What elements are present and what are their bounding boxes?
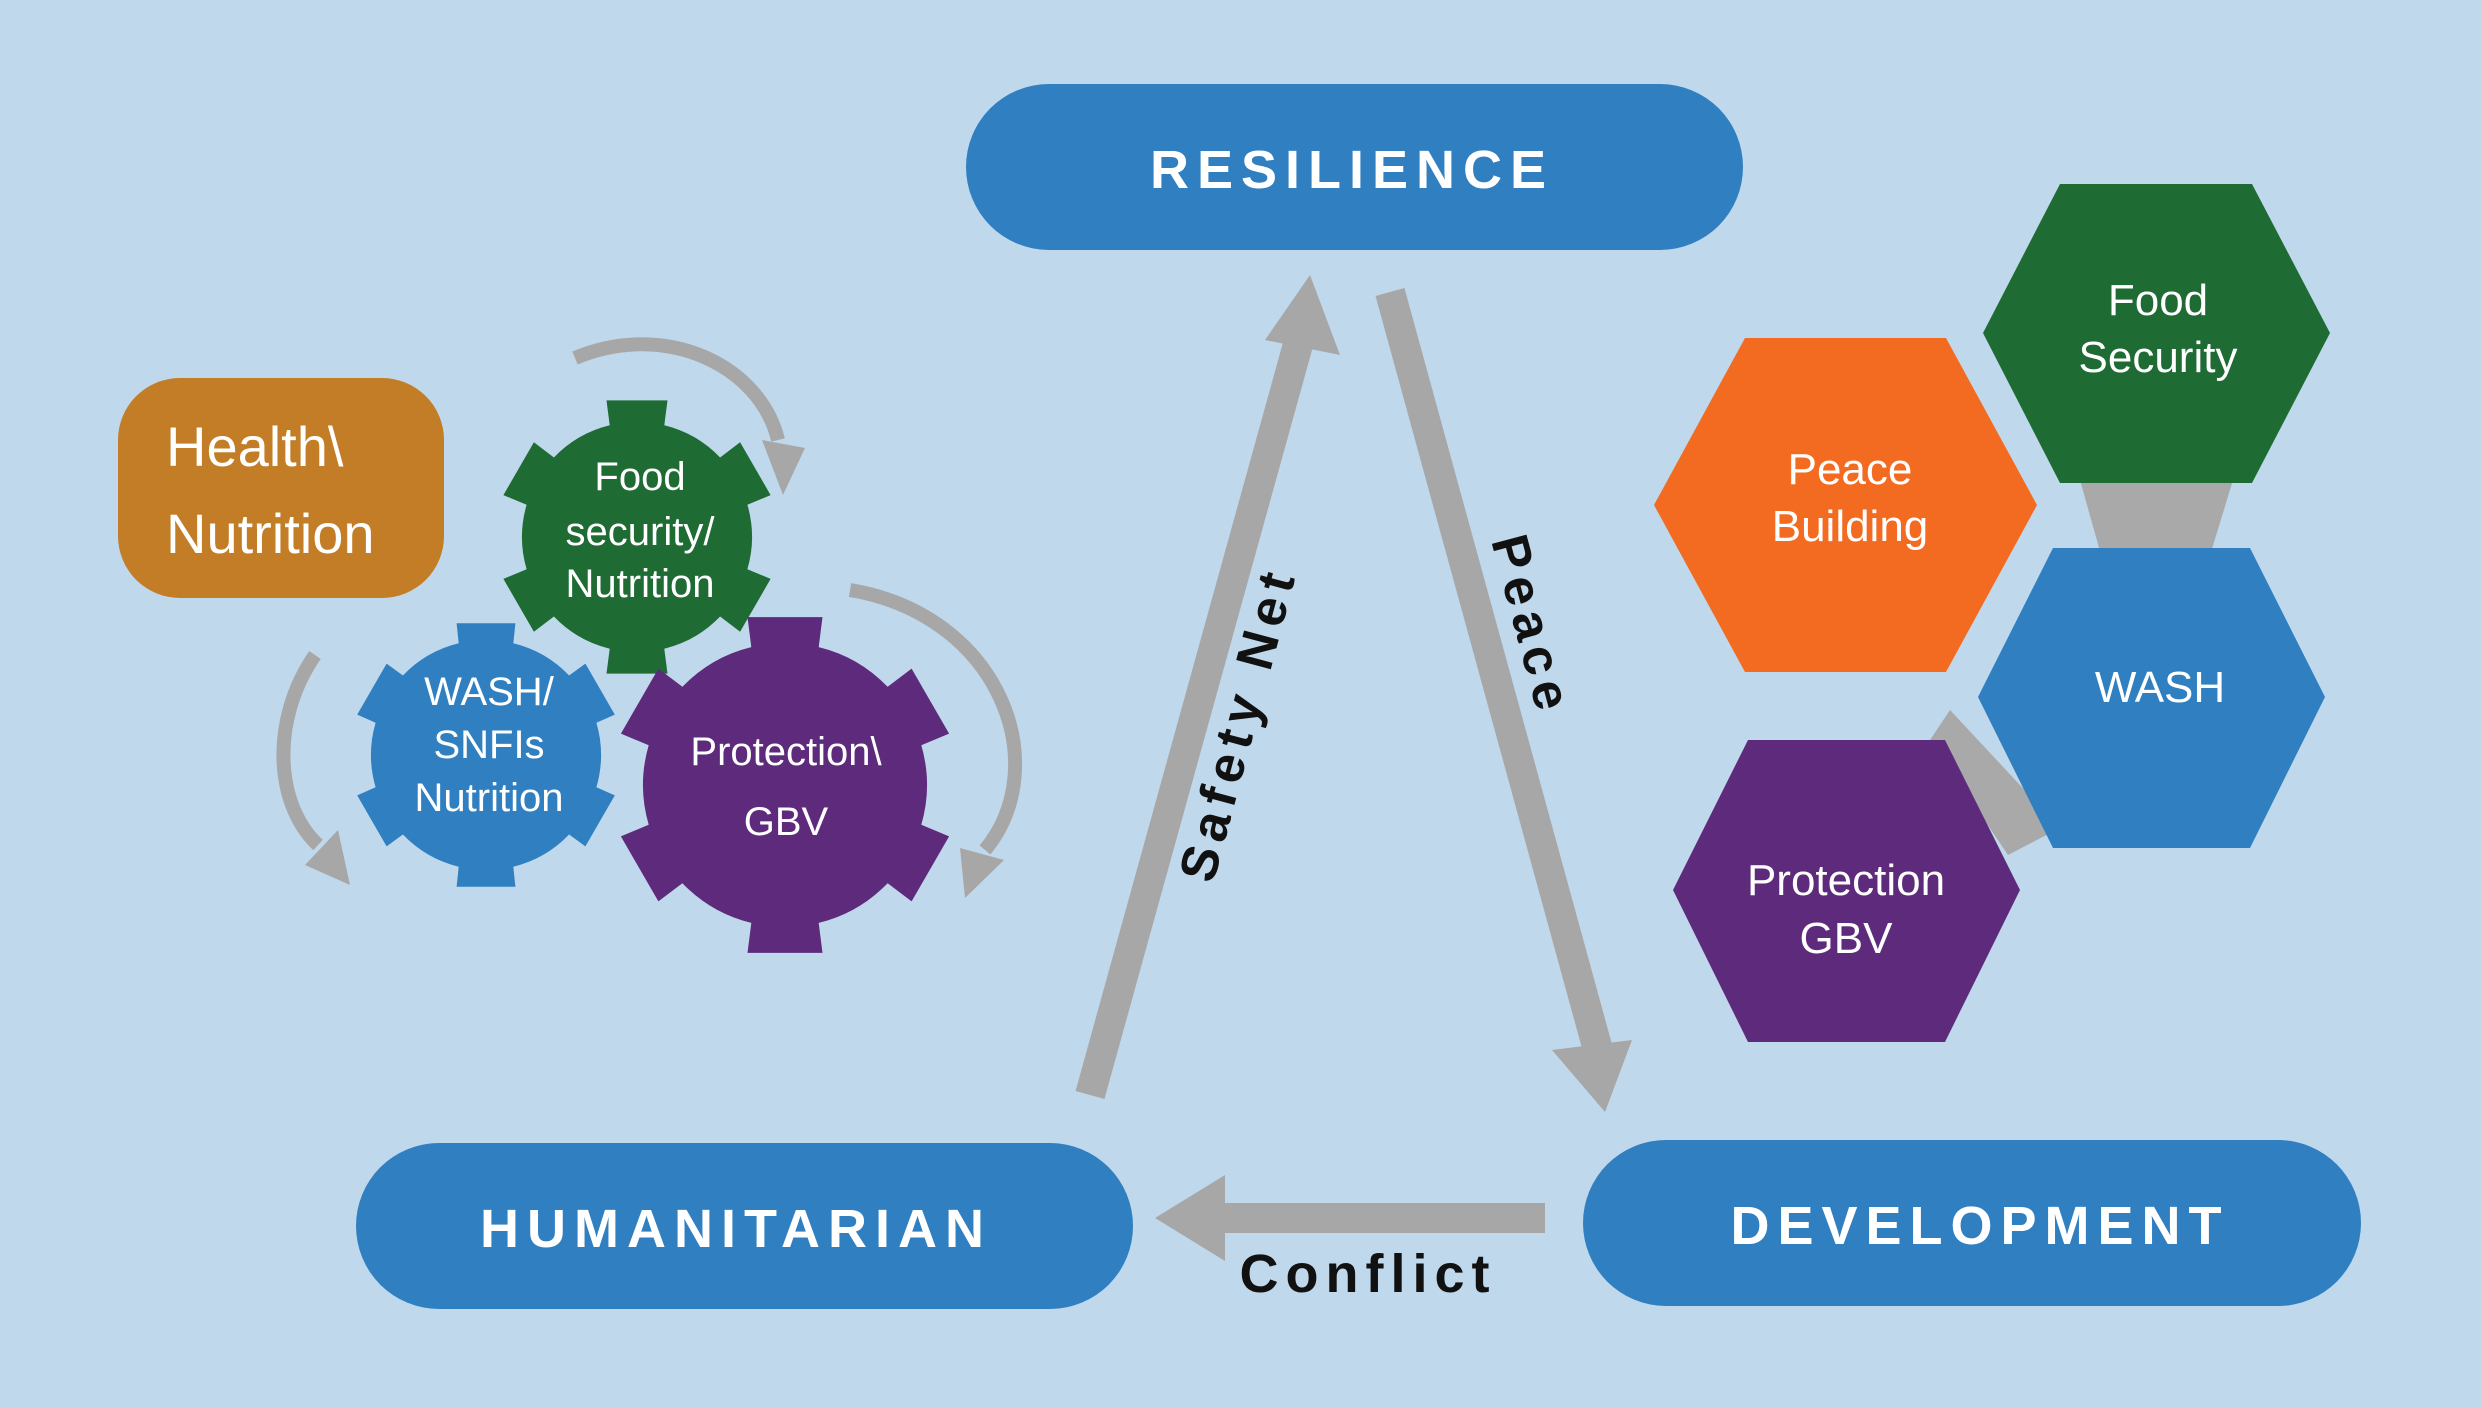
hex-wash-line1: WASH [2095,663,2225,712]
hex-peace-line2: Building [1772,502,1929,551]
health-label-line1: Health\ [166,415,344,478]
connector-food-wash [2080,480,2233,562]
hex-wash: WASH [1978,548,2325,848]
hex-food-line1: Food [2108,276,2208,325]
gear-food-line2: security/ [566,510,716,554]
hex-protection-line2: GBV [1800,914,1894,963]
humanitarian-label: HUMANITARIAN [480,1199,992,1259]
cycle-arrow-left [276,651,350,885]
gear-protection-line2: GBV [744,800,829,844]
hex-peace-building: Peace Building [1654,338,2037,672]
safety-net-arrow [1075,275,1340,1100]
development-label: DEVELOPMENT [1730,1196,2229,1256]
gear-protection-body [620,617,950,953]
gear-wash: WASH/ SNFIs Nutrition [357,623,615,887]
gear-food-body [503,400,771,674]
gear-wash-line3: Nutrition [415,776,564,820]
resilience-label: RESILIENCE [1150,140,1554,200]
hex-food-security: Food Security [1983,184,2330,483]
hex-protection-line1: Protection [1747,856,1945,905]
gear-food-line1: Food [594,455,685,499]
peace-arrow [1375,288,1632,1112]
gear-protection: Protection\ GBV [620,617,950,953]
conflict-arrow [1155,1175,1545,1261]
cycle-arrow-right [848,583,1023,898]
gear-protection-line1: Protection\ [690,730,882,774]
development-pill: DEVELOPMENT [1583,1140,2361,1306]
hex-food-line2: Security [2079,333,2238,382]
gear-wash-line1: WASH/ [424,670,555,714]
health-label-line2: Nutrition [166,502,375,565]
resilience-pill: RESILIENCE [966,84,1743,250]
gear-food-security: Food security/ Nutrition [503,400,771,674]
connector-wash-protection [1930,710,2060,855]
hex-peace-line1: Peace [1788,445,1913,494]
conflict-label: Conflict [1240,1244,1497,1304]
gear-wash-line2: SNFIs [433,723,544,767]
hex-protection: Protection GBV [1673,740,2020,1042]
health-nutrition-box: Health\ Nutrition [118,378,444,598]
humanitarian-pill: HUMANITARIAN [356,1143,1133,1309]
gear-wash-body [357,623,615,887]
gear-food-line3: Nutrition [566,562,715,606]
cycle-arrow-top [572,337,805,495]
